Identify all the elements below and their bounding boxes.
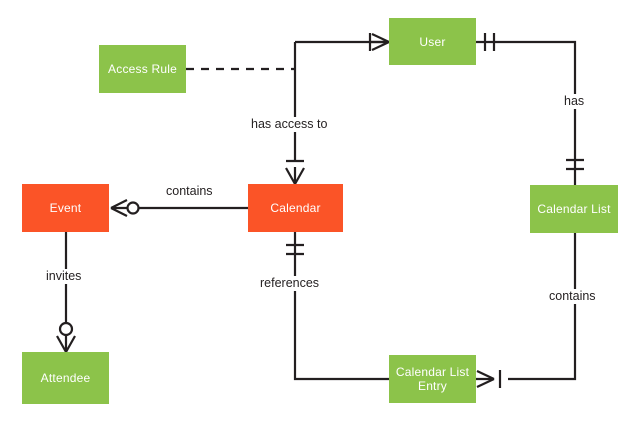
edge-label-references: references — [257, 276, 323, 291]
edge-label-has-access-to: has access to — [248, 117, 331, 132]
edge-calendar-to-cle — [293, 232, 389, 381]
entity-label-event: Event — [49, 201, 82, 215]
entity-attendee[interactable]: Attendee — [22, 352, 109, 404]
entity-label-calendar-list: Calendar List — [537, 202, 611, 216]
entity-label-access-rule: Access Rule — [108, 62, 177, 76]
edge-user-to-calendar-list — [476, 40, 577, 185]
marker-attendee-top-crowsfoot — [56, 335, 76, 353]
edge-label-contains-calendar-list-entry: contains — [546, 289, 599, 304]
edge-label-has: has — [561, 94, 588, 109]
marker-event-right-circle — [126, 201, 140, 215]
marker-event-right-crowsfoot — [110, 199, 128, 217]
entity-label-attendee: Attendee — [40, 371, 91, 385]
edge-label-invites: invites — [43, 269, 85, 284]
entity-label-user: User — [419, 34, 446, 49]
entity-event[interactable]: Event — [22, 184, 109, 232]
marker-calendar-top-crowsfoot — [285, 167, 305, 185]
entity-access-rule[interactable]: Access Rule — [99, 45, 186, 93]
entity-calendar-list[interactable]: Calendar List — [530, 185, 618, 233]
marker-cle-right-crowsfoot — [476, 370, 495, 388]
edge-calendar-list-to-cle — [508, 233, 577, 381]
entity-user[interactable]: User — [389, 18, 476, 65]
entity-label-calendar-list-entry: Calendar List Entry — [395, 365, 470, 393]
edge-label-contains-event-calendar: contains — [163, 184, 216, 199]
marker-user-left-crowsfoot — [371, 33, 390, 51]
entity-calendar[interactable]: Calendar — [248, 184, 343, 232]
marker-attendee-top-circle — [58, 321, 74, 337]
entity-calendar-list-entry[interactable]: Calendar List Entry — [389, 355, 476, 403]
entity-label-calendar: Calendar — [270, 201, 321, 215]
